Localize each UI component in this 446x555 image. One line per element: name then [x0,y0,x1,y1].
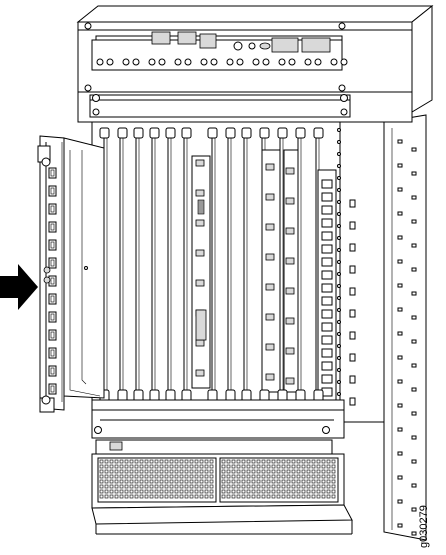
air-intake-grille [91,453,353,535]
figure-id-label: g030279 [418,505,430,548]
card-cage [91,121,385,423]
alarm-led-icon [233,41,243,51]
rack-mount-flange-right [383,114,427,541]
captive-screw-icon [41,395,51,405]
insertion-arrow-icon [0,264,38,310]
lower-cable-manager [91,399,345,466]
line-card-module [37,135,105,413]
upper-fan-tray [77,91,413,123]
craft-interface-panel [91,31,348,71]
captive-screw-icon [41,157,51,167]
